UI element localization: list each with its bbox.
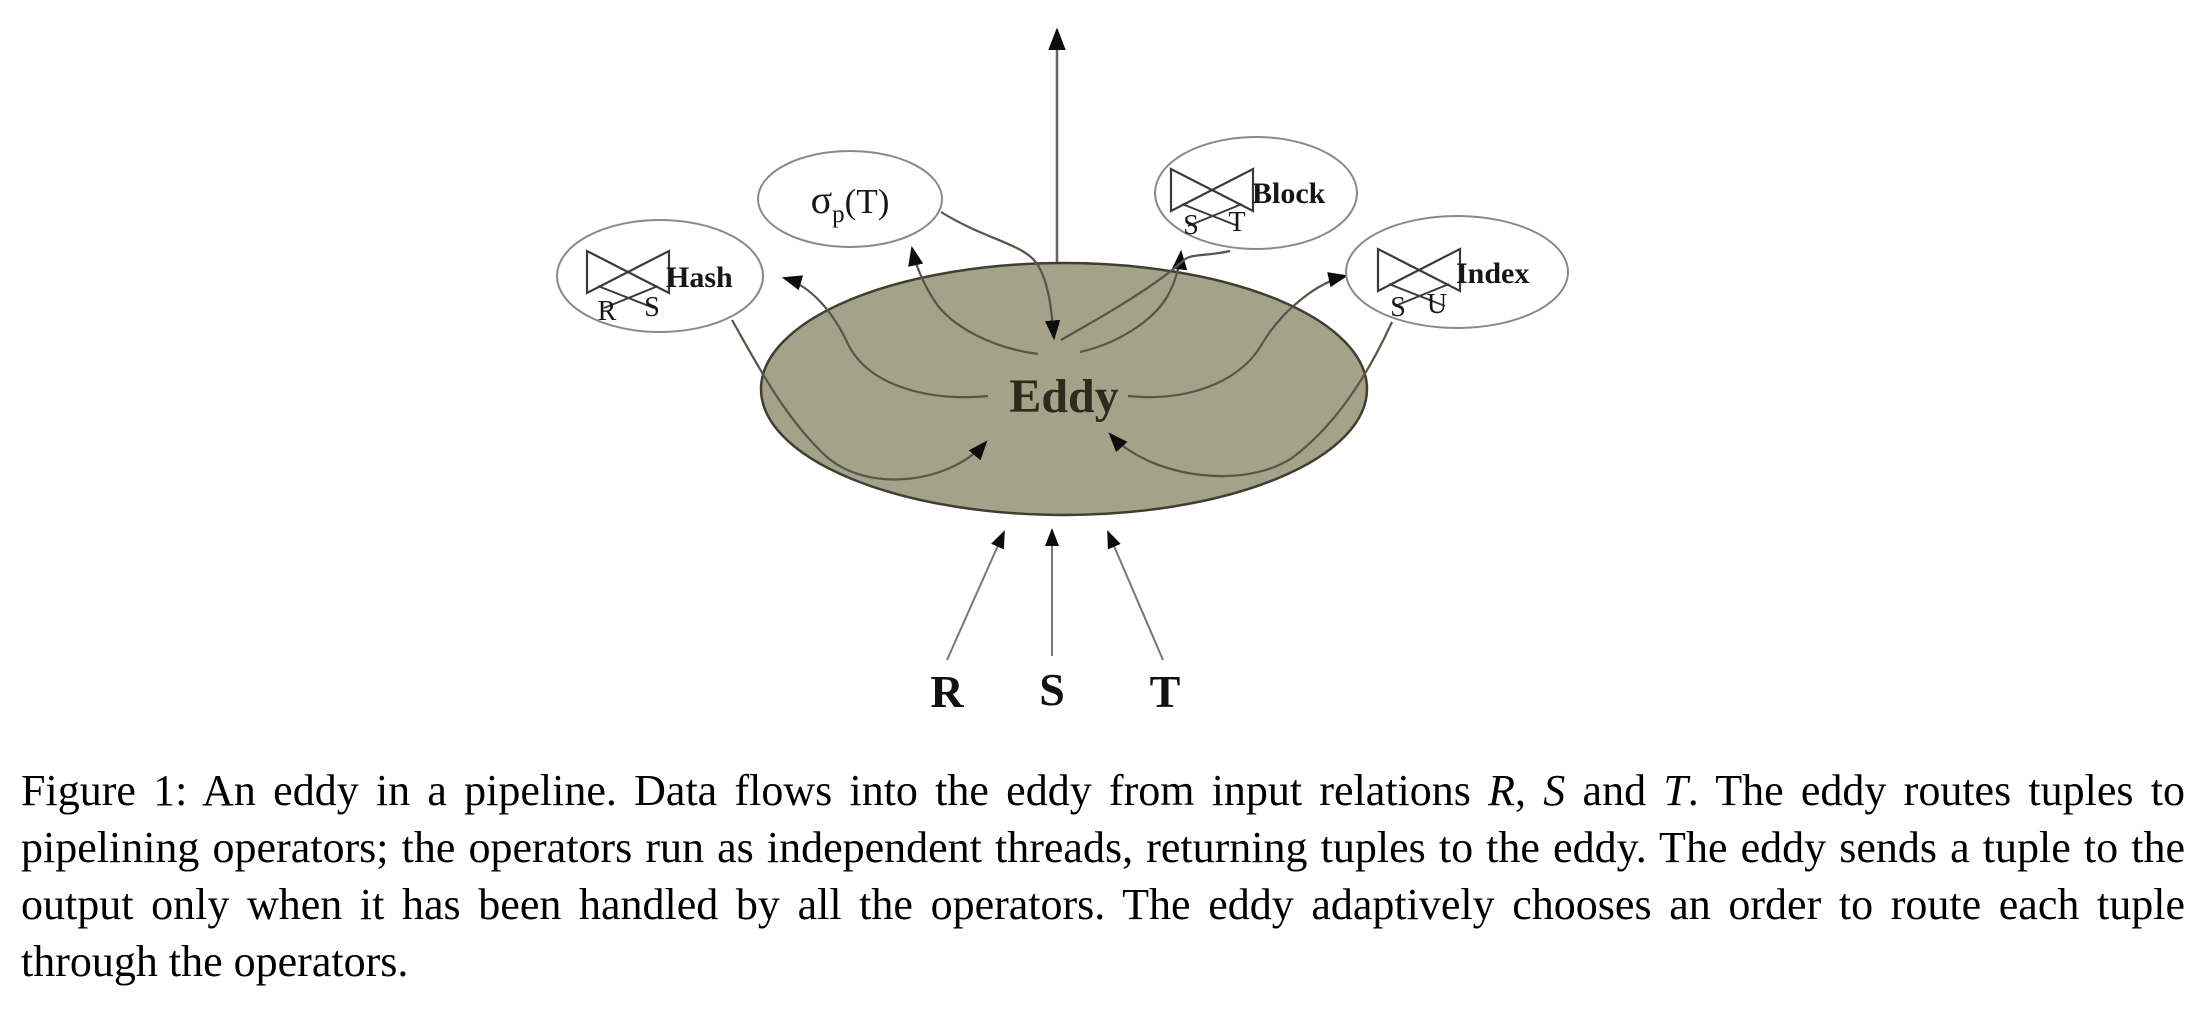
flow-eddy-to-index [1127,272,1349,399]
flow-hash-return [731,319,988,481]
index-input-u: U [1427,289,1447,320]
caption-var-r: R [1488,766,1516,815]
caption-text: Figure 1: An eddy in a pipeline. Data fl… [21,766,1489,815]
block-input-t: T [1228,207,1245,238]
input-relation-t: T [1150,666,1181,717]
hash-input-s: S [644,292,660,323]
index-input-s: S [1390,292,1406,323]
caption-text: and [1565,766,1664,815]
hash-operator-label: Hash [666,261,733,294]
sigma-argument: (T) [845,182,890,221]
flow-block-return [1060,249,1231,341]
eddy-pipeline-diagram: Hash R S σp(T) Block S T Index S U Eddy … [556,27,1569,717]
flow-sigma-return [940,211,1061,341]
flow-index-return [1108,321,1393,478]
input-arrow-r [946,530,1005,661]
caption-text: , [1515,766,1544,815]
sigma-symbol: σ [811,177,833,222]
input-arrow-t [1107,530,1164,661]
hash-input-r: R [598,296,617,327]
block-operator-label: Block [1252,177,1326,210]
caption-text: . The eddy routes tuples to pipelining o… [21,766,2186,986]
block-operator-bubble [1154,136,1358,250]
eddy-ellipse [759,261,1369,517]
flow-eddy-to-hash [781,275,989,399]
eddy-label: Eddy [1009,370,1118,423]
input-relation-r: R [930,666,964,717]
sigma-operator-bubble [757,150,943,248]
sigma-subscript: p [832,201,845,228]
figure-caption: Figure 1: An eddy in a pipeline. Data fl… [21,762,2185,990]
flow-eddy-to-block [1079,249,1188,354]
caption-var-t: T [1663,766,1688,815]
sigma-operator-label: σp(T) [811,177,890,228]
caption-var-s: S [1543,766,1566,815]
hash-operator-bubble [556,219,764,333]
index-operator-label: Index [1456,257,1529,290]
flow-eddy-to-sigma [908,245,1039,356]
index-operator-bubble [1345,215,1569,329]
block-input-s: S [1183,210,1199,241]
input-relation-s: S [1039,664,1065,715]
